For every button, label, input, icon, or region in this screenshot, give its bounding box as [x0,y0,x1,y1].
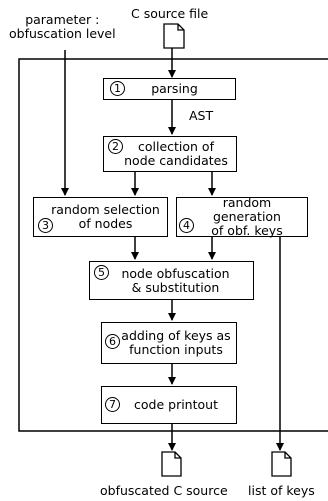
step-adding-keys-label: adding of keys as function inputs [121,328,231,357]
step-code-printout-label: code printout [134,397,218,412]
ast-label: AST [189,108,214,123]
tool-frame [18,58,328,432]
obfuscated-source-label: obfuscated C source [100,483,228,498]
step-collection-label: collection of node candidates [124,139,228,168]
keys-file-icon [271,451,292,477]
source-file-label: C source file [131,6,209,21]
step-code-printout: code printout [101,386,237,424]
step-collection: collection of node candidates [103,136,237,172]
obfuscated-file-icon [161,451,182,477]
source-file-icon [163,23,185,49]
step-random-generation: random generation of obf. keys [176,195,308,238]
step-parsing-label: parsing [151,81,198,96]
list-of-keys-label: list of keys [248,483,315,498]
step-number-1: 1 [110,81,125,96]
step-node-obfuscation-label: node obfuscation & substitution [121,265,230,295]
step-number-5: 5 [94,265,109,280]
step-random-selection-label: random selection of nodes [51,202,160,231]
step-adding-keys: adding of keys as function inputs [101,322,237,364]
step-number-2: 2 [108,139,123,154]
step-number-7: 7 [105,397,120,412]
step-number-6: 6 [105,334,120,349]
step-number-3: 3 [38,218,53,233]
step-number-4: 4 [179,218,194,233]
parameter-label: parameter : obfuscation level [9,12,116,41]
step-parsing: parsing [103,78,236,100]
step-random-generation-label: random generation of obf. keys [211,195,283,238]
step-random-selection: random selection of nodes [33,197,168,237]
step-node-obfuscation: node obfuscation & substitution [89,261,254,300]
